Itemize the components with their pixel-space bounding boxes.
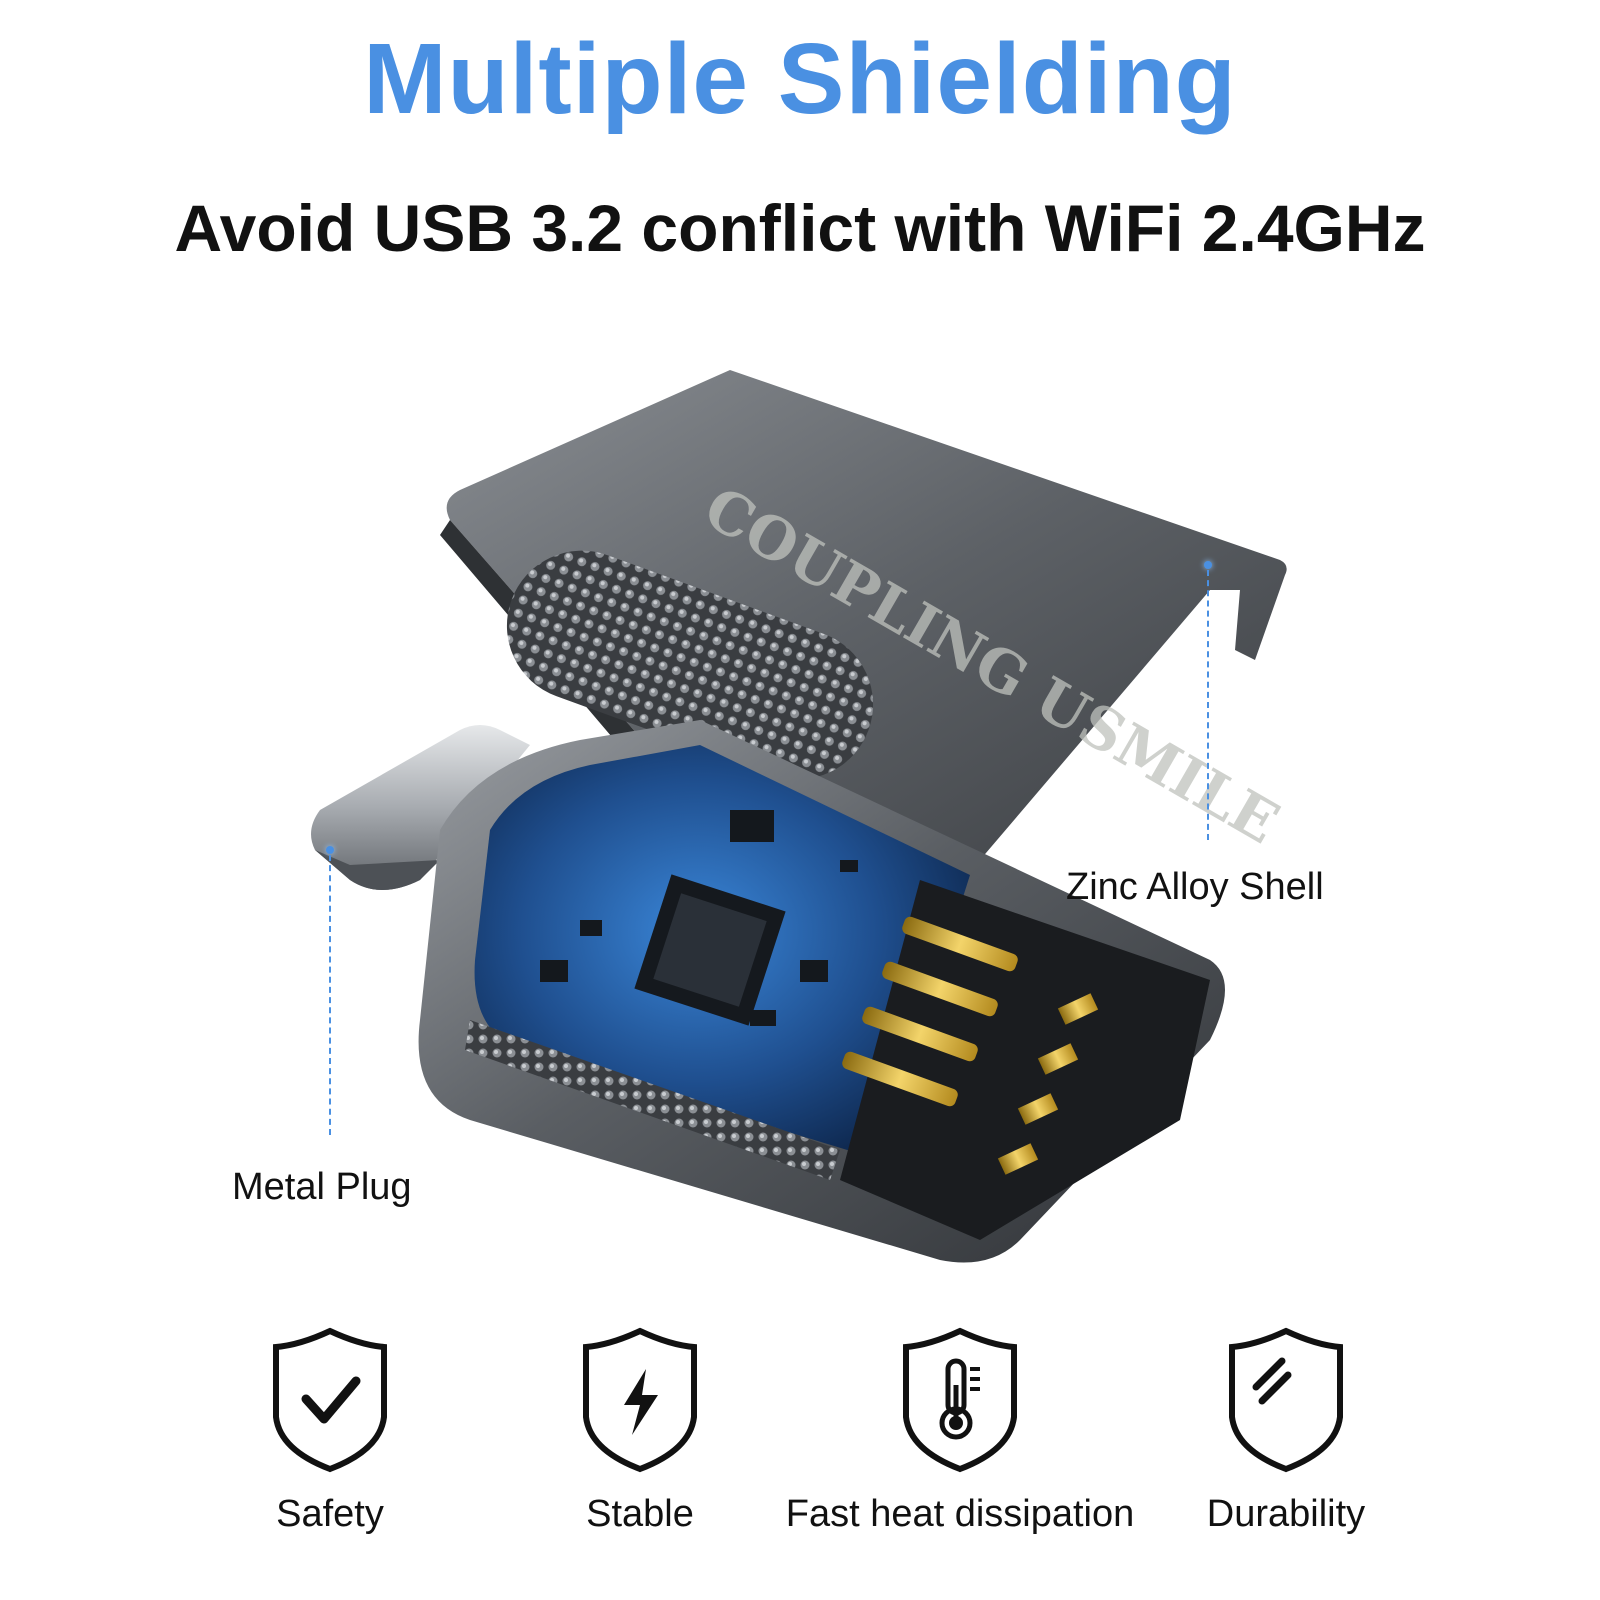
feature-list: Safety Stable Fast heat dissipation Dura…: [0, 1325, 1600, 1575]
feature-label: Durability: [1206, 1493, 1366, 1535]
feature-durability: Durability: [1096, 1325, 1476, 1575]
shield-check-icon: [273, 1327, 387, 1473]
page-subtitle: Avoid USB 3.2 conflict with WiFi 2.4GHz: [174, 191, 1426, 265]
zinc-alloy-shell-dot: [1204, 561, 1212, 569]
feature-label: Stable: [586, 1493, 694, 1535]
metal-plug-dot: [326, 846, 334, 854]
usb-adapter-illustration: COUPLING USMILE: [311, 370, 1290, 1263]
metal-plug-part: [311, 725, 530, 890]
metal-plug-leader: [329, 855, 331, 1135]
feature-stable: Stable: [450, 1325, 830, 1575]
gold-pins: [842, 916, 1099, 1175]
feature-label: Safety: [276, 1493, 384, 1535]
shield-durability-icon: [1229, 1327, 1343, 1473]
feature-safety: Safety: [140, 1325, 520, 1575]
metal-plug-label: Metal Plug: [232, 1166, 412, 1208]
feature-heat-dissipation: Fast heat dissipation: [770, 1325, 1150, 1575]
shield-thermometer-icon: [903, 1327, 1017, 1473]
zinc-alloy-shell-label: Zinc Alloy Shell: [1066, 866, 1324, 908]
page-title: Multiple Shielding: [363, 23, 1237, 135]
adapter-body: [418, 720, 1225, 1263]
feature-label: Fast heat dissipation: [785, 1493, 1135, 1535]
zinc-alloy-shell-leader: [1207, 570, 1209, 840]
shield-lightning-icon: [583, 1327, 697, 1473]
